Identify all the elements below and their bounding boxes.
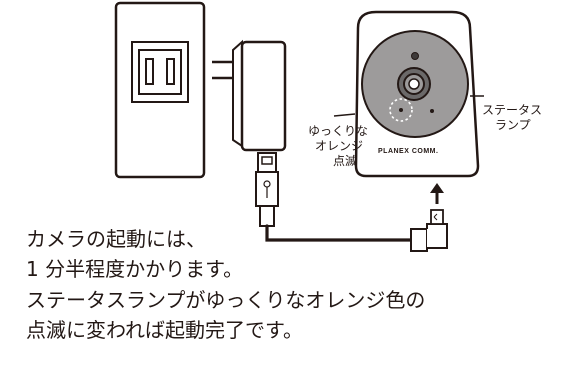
camera-device	[333, 10, 484, 178]
slow-orange-blink-label-line1: ゆっくりな	[308, 124, 369, 138]
lamp-leader-line	[333, 113, 356, 117]
instruction-line-2: 1 分半程度かかります。	[26, 257, 244, 281]
instruction-line-4: 点滅に変われば起動完了です。	[26, 318, 303, 342]
micro-usb-connector	[410, 209, 448, 252]
status-lamp	[399, 108, 403, 112]
status-lamp-highlight	[389, 98, 413, 122]
wall-outlet	[114, 1, 206, 179]
status-lamp-label-line1: ステータス	[482, 103, 543, 117]
usb-cable	[255, 152, 415, 242]
slow-orange-blink-label-line2: オレンジ	[315, 139, 364, 153]
instruction-line-3: ステータスランプがゆっくりなオレンジ色の	[26, 288, 426, 312]
status-lamp-label-line2: ランプ	[495, 118, 531, 132]
slow-orange-blink-label-line3: 点滅	[333, 154, 358, 168]
brand-logo: PLANEX COMM.	[378, 148, 439, 155]
instruction-line-1: カメラの起動には、	[26, 227, 206, 251]
insert-arrow	[430, 183, 444, 204]
ac-adapter	[212, 39, 287, 152]
